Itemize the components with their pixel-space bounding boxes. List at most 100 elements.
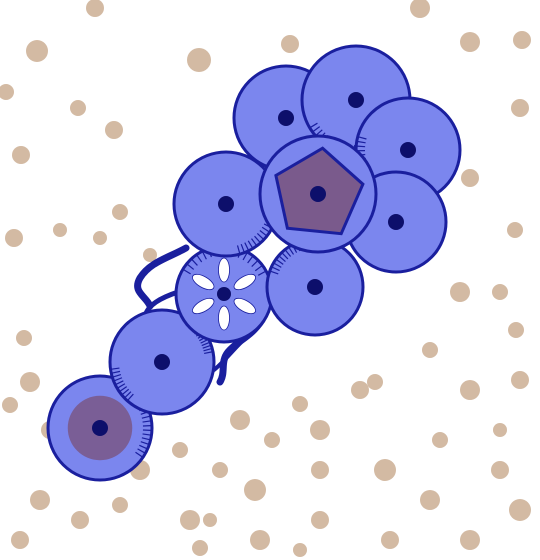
background-particle [26, 40, 48, 62]
cilium [124, 391, 132, 398]
background-particle [374, 459, 396, 481]
cilium [257, 270, 266, 276]
background-particle [513, 31, 531, 49]
cilium [141, 415, 150, 419]
background-particle [172, 442, 188, 458]
cilium [251, 260, 258, 267]
cilium [240, 244, 245, 252]
cilium [285, 249, 292, 257]
nucleus [217, 287, 231, 301]
cell-tail-1 [46, 374, 154, 482]
cilium [281, 252, 289, 260]
background-particle [250, 530, 270, 550]
flagellum-left-upper [134, 244, 190, 310]
background-particle [460, 530, 480, 550]
background-particle [311, 461, 329, 479]
cilium [247, 256, 253, 264]
cilium [142, 433, 151, 436]
background-particle [11, 531, 29, 549]
cilium [139, 444, 147, 450]
cell-pore [174, 244, 274, 344]
background-particle [492, 284, 508, 300]
background-particle [53, 223, 67, 237]
cilium [119, 386, 128, 392]
background-particle [112, 204, 128, 220]
background-particle [71, 511, 89, 529]
cilium [288, 247, 295, 255]
cilium [111, 367, 120, 370]
background-particle [112, 497, 128, 513]
background-particle [410, 0, 430, 18]
cilium [358, 136, 367, 140]
background-particle [491, 461, 509, 479]
background-particle [86, 0, 104, 17]
cilium [191, 259, 198, 266]
cilium [122, 388, 130, 395]
pore-petal [218, 257, 230, 283]
background-particle [187, 48, 211, 72]
nucleus [400, 142, 416, 158]
cilium [278, 255, 286, 263]
cilium [261, 226, 270, 233]
cilium [127, 393, 134, 401]
cell-lower-center [265, 237, 365, 337]
background-particle [230, 410, 250, 430]
background-particle [12, 146, 30, 164]
cilium [254, 265, 263, 272]
cilium [242, 252, 248, 261]
cilium [113, 374, 122, 378]
cilium [196, 255, 203, 263]
pore-petal [192, 297, 215, 315]
cilium [187, 263, 195, 270]
pore-petal [233, 297, 256, 315]
background-particle [461, 169, 479, 187]
background-particle [493, 423, 507, 437]
cilium [259, 230, 267, 236]
cilium [244, 242, 249, 251]
background-particle [93, 231, 107, 245]
background-particle [432, 432, 448, 448]
cilium [202, 251, 207, 260]
background-particle [507, 222, 523, 238]
cilium [274, 262, 282, 268]
cell-tail-2 [108, 308, 216, 416]
cilium [141, 437, 150, 441]
background-particle [460, 32, 480, 52]
background-particle [20, 372, 40, 392]
cilium [137, 448, 145, 454]
background-particle [105, 121, 123, 139]
background-particle [30, 490, 50, 510]
background-particle [460, 380, 480, 400]
background-particle [264, 432, 280, 448]
background-particle [16, 330, 32, 346]
cilium [117, 383, 126, 389]
background-particle [511, 371, 529, 389]
nucleus [92, 420, 108, 436]
background-particle [508, 322, 524, 338]
background-particle [192, 540, 208, 556]
background-particle [420, 490, 440, 510]
cilium [204, 351, 213, 355]
background-particle [351, 381, 369, 399]
pore-petal [192, 273, 215, 291]
cilium [315, 129, 323, 136]
cilium [256, 233, 264, 240]
pore-petal [218, 305, 230, 331]
cilium [115, 380, 124, 385]
background-particle [2, 397, 18, 413]
cilium [142, 420, 151, 423]
cilium [236, 245, 241, 254]
cilium [312, 126, 321, 132]
background-particle [244, 479, 266, 501]
background-particle [293, 543, 307, 557]
cilium [135, 451, 143, 458]
background-particle [70, 100, 86, 116]
cilium [183, 269, 191, 275]
cell-left-upper [172, 150, 280, 258]
background-particle [180, 510, 200, 530]
background-particle [5, 229, 23, 247]
background-particle [212, 462, 228, 478]
background-particle [292, 396, 308, 412]
cilium [357, 140, 366, 144]
nucleus [348, 92, 364, 108]
